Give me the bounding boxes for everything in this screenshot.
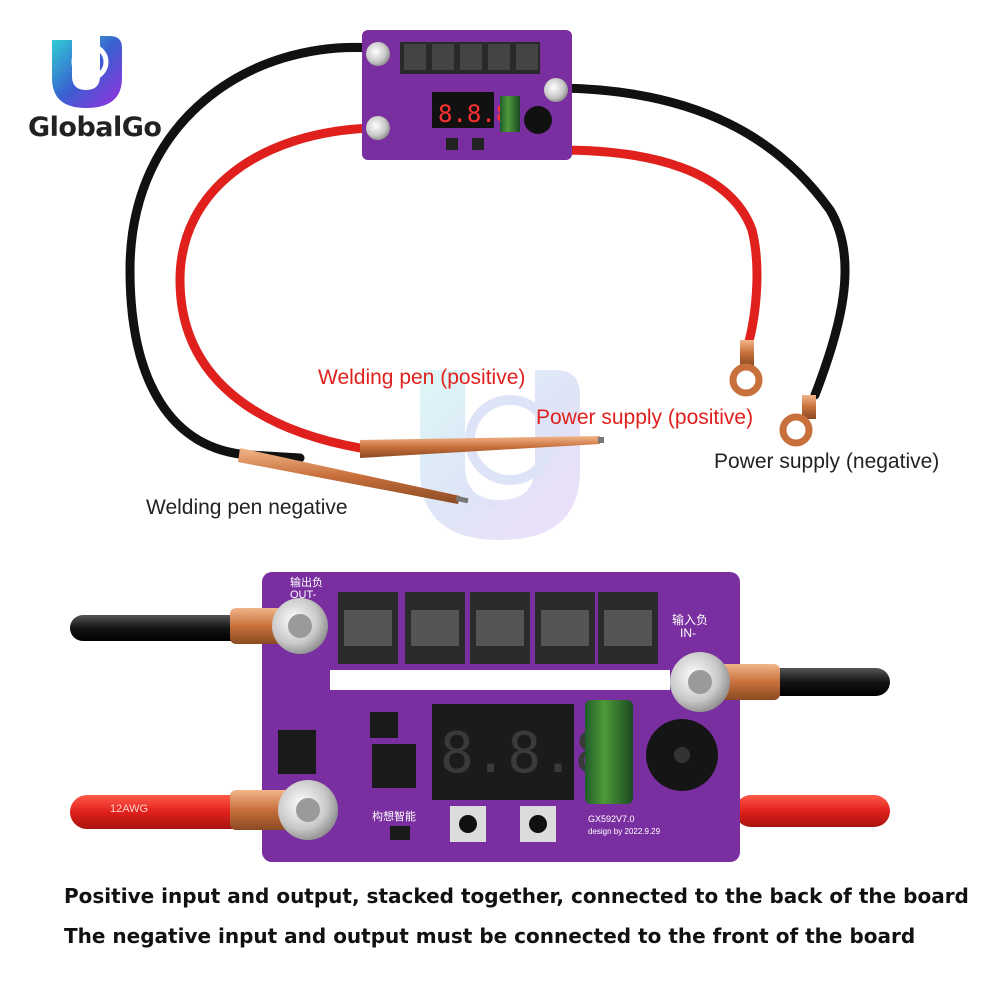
welding-pen-positive [360,436,604,458]
ic-chip [372,744,416,788]
seven-segment-display [432,704,574,800]
terminal-out-neg [230,598,328,654]
label-welding-pen-negative: Welding pen negative [146,496,348,519]
tactile-button-left [450,806,486,842]
red-wire-bottom-right [735,795,890,827]
svg-text:OUT-: OUT- [290,589,317,601]
svg-text:IN-: IN- [680,626,696,640]
large-pcb-board: 输出负 OUT- 输入负 IN- GX592V7.0 design by 202… [230,572,780,862]
watermark [420,370,580,540]
tactile-button-right [520,806,556,842]
silk-model: GX592V7.0 [588,814,635,824]
label-power-supply-negative: Power supply (negative) [714,450,940,473]
ring-terminal-positive [729,340,763,397]
ring-terminal-negative [779,395,816,447]
mosfet-row [338,592,658,664]
wire-print-text: 12AWG [110,803,148,815]
brand-name: GlobalGo [28,112,162,143]
caption-line-1: Positive input and output, stacked toget… [64,884,969,908]
electrolytic-capacitor [585,700,633,804]
silk-out-neg: 输出负 [290,575,323,589]
brand-logo [52,36,122,108]
red-wire-right [555,145,762,350]
silk-in-neg: 输入负 [672,612,708,627]
silk-brand: 构想智能 [372,809,416,823]
svg-text:8.8.8: 8.8.8 [438,100,510,128]
caption-line-2: The negative input and output must be co… [64,924,916,948]
black-wire-right [555,83,850,400]
red-wire-left [175,123,377,453]
display-digits: 8.8.8 [440,721,609,786]
label-power-supply-positive: Power supply (positive) [536,406,754,429]
label-welding-pen-positive: Welding pen (positive) [318,366,526,389]
welding-pen-negative [238,448,469,504]
small-pcb-board: 8.8.8 [362,30,572,160]
terminal-positive [230,780,338,840]
silk-design: design by 2022.9.29 [588,827,661,836]
black-wire-left [125,42,377,463]
terminal-in-neg [670,652,780,712]
